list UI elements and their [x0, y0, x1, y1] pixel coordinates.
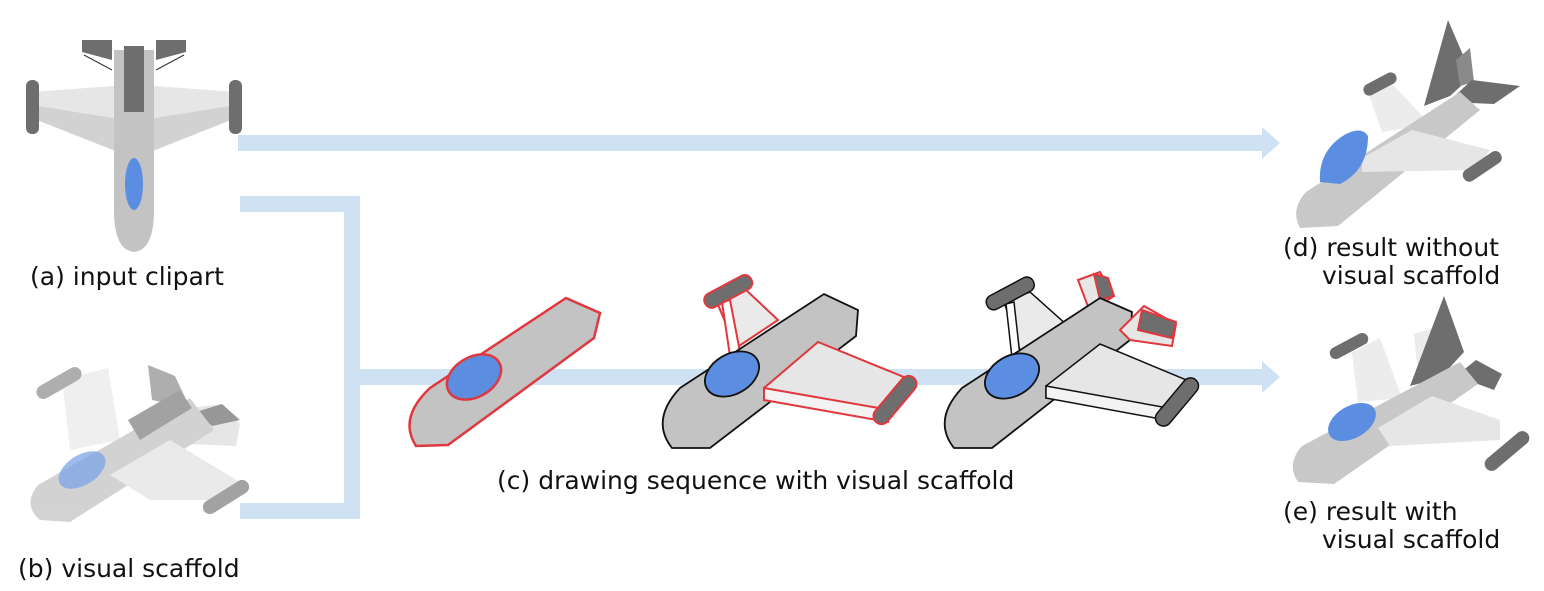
jet-a-tail-left: [82, 40, 112, 60]
arrow-top-shaft: [238, 135, 1266, 151]
stage2-wingtip: [872, 374, 918, 426]
result-without-scaffold-jet: [1296, 20, 1520, 228]
jet-b-wing: [110, 440, 240, 500]
caption-result-with-line2: visual scaffold: [1322, 525, 1500, 554]
stage3-wingtip: [1154, 377, 1200, 427]
jet-e-tail-plane: [1352, 338, 1402, 402]
jet-a-tail-stroke-left: [83, 54, 113, 71]
jet-b-tail-tip: [36, 367, 82, 399]
drawing-stage-2: [661, 274, 918, 449]
stage2-fuselage: [661, 292, 859, 449]
caption-drawing-sequence: (c) drawing sequence with visual scaffol…: [497, 466, 1014, 495]
stage3-rear-fin-dark: [1092, 272, 1116, 302]
visual-scaffold-jet: [30, 365, 250, 522]
jet-e-stab: [1456, 360, 1502, 390]
connector-from-b: [240, 503, 360, 519]
stage3-tail-tip: [985, 276, 1035, 311]
jet-e-vert-fin: [1410, 296, 1464, 386]
stage2-cockpit: [704, 350, 760, 398]
jet-e-wing: [1378, 396, 1500, 446]
jet-d-tail-tip: [1363, 72, 1397, 96]
caption-result-with-line1: (e) result with: [1283, 497, 1458, 526]
stage1-cockpit: [445, 353, 503, 401]
drawing-stage-1: [408, 296, 602, 448]
connector-from-a: [240, 196, 360, 212]
stage3-stab-dark: [1136, 308, 1178, 340]
jet-d-vert-fin-back: [1456, 48, 1474, 86]
result-with-scaffold-jet: [1292, 296, 1530, 484]
stage3-cockpit: [984, 352, 1040, 400]
caption-visual-scaffold: (b) visual scaffold: [18, 554, 240, 583]
drawing-stage-3: [943, 270, 1200, 449]
jet-a-tail-stroke-right: [155, 54, 185, 71]
jet-e-cockpit: [1328, 402, 1376, 441]
jet-a-wingtip-right: [229, 80, 242, 134]
stage1-fuselage: [408, 296, 602, 448]
jet-a-cockpit: [125, 158, 143, 210]
jet-e-wingtip: [1484, 431, 1530, 471]
arrow-top-head: [1262, 127, 1280, 159]
jet-d-tail-plane: [1368, 84, 1430, 132]
jet-d-cockpit: [1319, 130, 1368, 184]
caption-result-without-line1: (d) result without: [1283, 233, 1499, 262]
jet-b-cockpit: [58, 451, 106, 489]
jet-b-vert-tail: [62, 368, 120, 450]
jet-b-fuselage: [30, 398, 215, 522]
jet-b-spine: [128, 390, 192, 440]
jet-d-wing: [1362, 130, 1490, 172]
stage2-tail-tip: [703, 274, 754, 309]
connector-vertical: [344, 196, 360, 519]
jet-a-tail-right: [156, 40, 186, 60]
jet-b-stab-dark: [196, 404, 240, 426]
jet-b-wingtip: [202, 479, 250, 515]
arrow-bottom-head: [1262, 361, 1280, 393]
jet-a-wingtip-left: [26, 80, 39, 134]
jet-e-tail-tip: [1329, 332, 1369, 360]
input-clipart-jet: [26, 40, 242, 252]
caption-input-clipart: (a) input clipart: [30, 262, 224, 291]
jet-e-fuselage: [1292, 362, 1478, 484]
caption-result-without-line2: visual scaffold: [1322, 261, 1500, 290]
jet-a-spine: [124, 46, 144, 112]
jet-d-wingtip: [1462, 151, 1502, 182]
